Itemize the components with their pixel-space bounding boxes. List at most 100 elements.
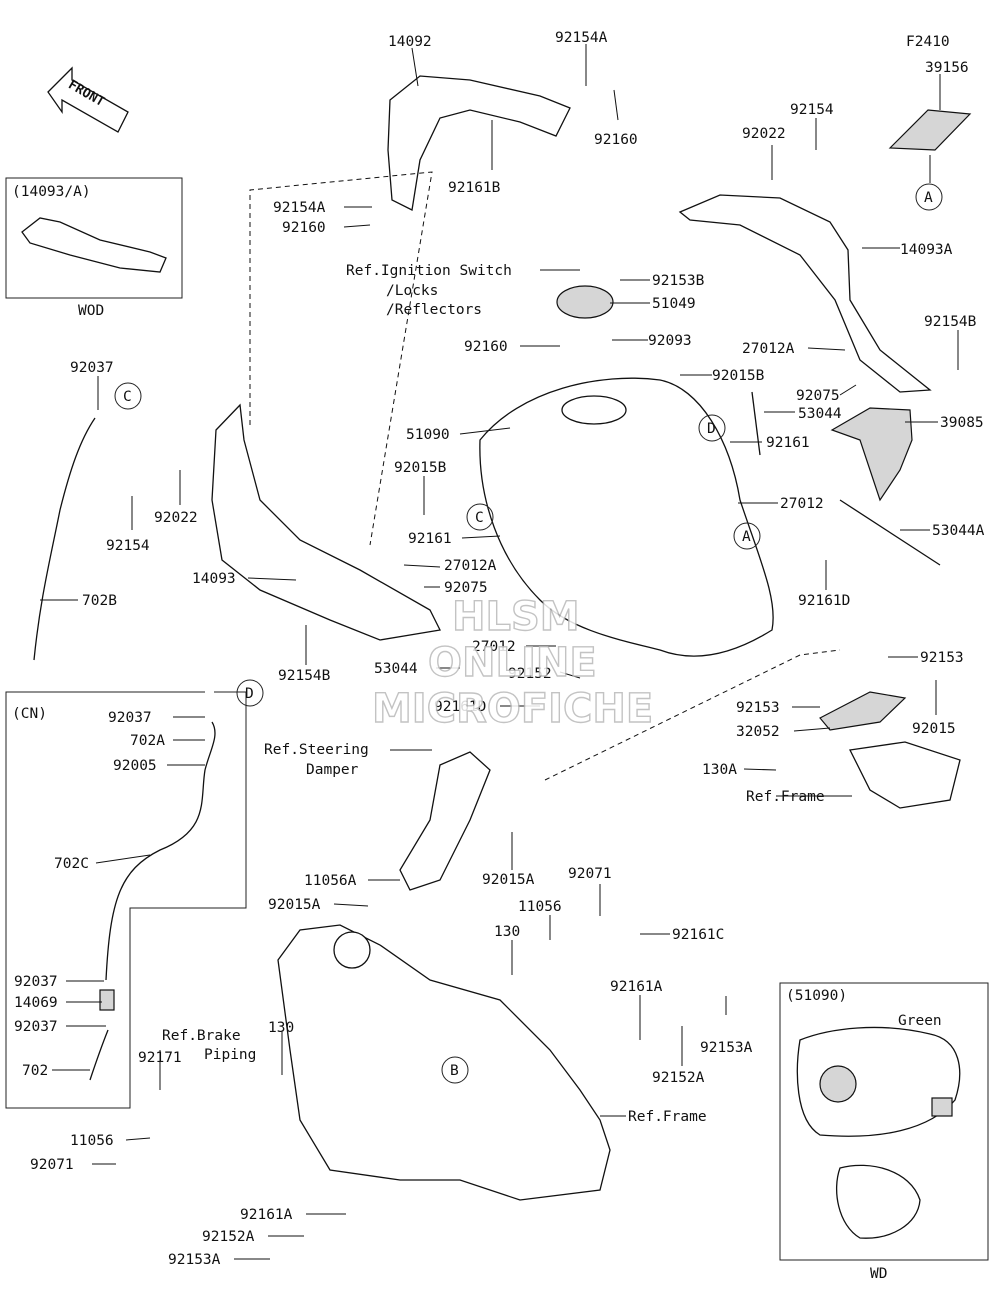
svg-text:D: D [707, 421, 716, 437]
callout-92022-top: 92022 [742, 126, 786, 142]
ref-frame-right: Ref.Frame [746, 789, 825, 805]
front-arrow-icon: FRONT [47, 66, 129, 133]
callout-27012-right: 27012 [780, 496, 824, 512]
callout-92152a-bottom: 92152A [202, 1229, 255, 1245]
cn-hose-shape [105, 721, 216, 981]
callout-51090: 51090 [406, 427, 450, 443]
frame-steering-head [333, 931, 371, 969]
callout-32052: 32052 [736, 724, 780, 740]
circle-marker-a1: A [915, 183, 943, 211]
ref-ignition-line3: /Reflectors [386, 302, 482, 318]
svg-text:D: D [245, 686, 254, 702]
figure-code: F2410 [906, 34, 950, 50]
ref-brake-line1: Ref.Brake [162, 1028, 241, 1044]
inset-51090: (51090) Green WD [779, 982, 989, 1282]
callout-92161d-mid: 92161D [434, 699, 486, 715]
circle-marker-d2: D [236, 679, 264, 707]
cn-label-92037-b: 92037 [14, 974, 58, 990]
callout-92153b: 92153B [652, 273, 705, 289]
inset-14093a-caption: WOD [78, 303, 104, 319]
watermark-line3: MICROFICHE [372, 686, 653, 732]
inset-51090-caption: WD [870, 1266, 887, 1282]
callout-130-left: 130 [268, 1020, 294, 1036]
cn-label-92037-c: 92037 [14, 1019, 58, 1035]
circle-marker-b: B [441, 1056, 469, 1084]
tank-wd-shape [796, 1026, 961, 1137]
callout-92037-left: 92037 [70, 360, 114, 376]
ref-steering-line1: Ref.Steering [264, 742, 369, 758]
cn-label-702: 702 [22, 1063, 48, 1079]
callout-92071-mid: 92071 [568, 866, 612, 882]
callout-92152a-right: 92152A [652, 1070, 705, 1086]
inset-cn: (CN) 92037 702A 92005 702C 92037 14069 9… [5, 691, 247, 1109]
callout-92161c: 92161C [672, 927, 724, 943]
callout-92160-left: 92160 [282, 220, 326, 236]
callout-92160-top: 92160 [594, 132, 638, 148]
circle-marker-c1: C [114, 382, 142, 410]
callout-92071-left: 92071 [30, 1157, 74, 1173]
pad-39156-shape [888, 109, 972, 151]
callout-702b: 702B [82, 593, 117, 609]
cover-14093a-shape [678, 194, 932, 393]
circle-marker-a2: A [733, 522, 761, 550]
callout-53044a: 53044A [932, 523, 985, 539]
inset-51090-green: Green [898, 1013, 942, 1029]
cn-label-92005: 92005 [113, 758, 157, 774]
callout-92154: 92154 [790, 102, 834, 118]
cn-label-14069: 14069 [14, 995, 58, 1011]
inset-14093a: (14093/A) WOD [5, 177, 183, 319]
callout-92161b: 92161B [448, 180, 501, 196]
ref-steering-line2: Damper [306, 762, 359, 778]
ref-ignition-line1: Ref.Ignition Switch [346, 263, 512, 279]
callout-92154a-top: 92154A [555, 30, 608, 46]
callout-92154-left: 92154 [106, 538, 150, 554]
svg-text:A: A [742, 529, 751, 545]
callout-92161a-right: 92161A [610, 979, 663, 995]
tank-wd-under-shape [835, 1164, 921, 1239]
callout-92153a-right: 92153A [700, 1040, 753, 1056]
callout-92154b-right: 92154B [924, 314, 977, 330]
callout-92152-mid: 92152 [508, 666, 552, 682]
frame-bracket-right [849, 741, 961, 809]
cn-label-702a: 702A [130, 733, 165, 749]
callout-92171: 92171 [138, 1050, 182, 1066]
callout-92015b-left: 92015B [394, 460, 447, 476]
inset-14093a-title: (14093/A) [12, 184, 91, 200]
cn-label-702c: 702C [54, 856, 89, 872]
ref-frame-bottom: Ref.Frame [628, 1109, 707, 1125]
plate-32052-shape [819, 691, 907, 731]
callout-92161-mid: 92161 [408, 531, 452, 547]
callout-92015-right: 92015 [912, 721, 956, 737]
inset-51090-title: (51090) [786, 988, 847, 1004]
callout-27012-mid: 27012 [472, 639, 516, 655]
part-labels: 14092 92154A 92160 92154A 92160 92161B 3… [30, 30, 985, 1268]
callout-92153a-bottom: 92153A [168, 1252, 221, 1268]
watermark-line2: ONLINE [428, 640, 597, 686]
ref-line-left [249, 171, 433, 546]
callout-11056a: 11056A [304, 873, 357, 889]
svg-text:C: C [123, 389, 132, 405]
callout-39085: 39085 [940, 415, 984, 431]
callout-92154b-left: 92154B [278, 668, 331, 684]
callout-14092: 14092 [388, 34, 432, 50]
hose-702b-shape [33, 417, 96, 661]
cover-14093-shape [211, 403, 441, 641]
callout-92015b-top: 92015B [712, 368, 765, 384]
steering-damper-bracket [399, 751, 491, 891]
cn-valve-14069 [99, 989, 115, 1011]
tank-wd-cap [819, 1065, 857, 1103]
cover-14092-shape [387, 75, 571, 211]
strip-53044-shape [751, 391, 761, 456]
circle-marker-c2: C [466, 503, 494, 531]
callout-92161-right: 92161 [766, 435, 810, 451]
callout-92153-r2: 92153 [736, 700, 780, 716]
callout-92161a-bottom: 92161A [240, 1207, 293, 1223]
fuel-tank-51090-shape [479, 377, 774, 657]
callout-53044-right: 53044 [798, 406, 842, 422]
cn-hose-702 [89, 1029, 109, 1081]
callout-27012a-right: 27012A [742, 341, 795, 357]
callout-39156: 39156 [925, 60, 969, 76]
pad-39085-shape [830, 407, 913, 502]
ref-brake-line2: Piping [204, 1047, 256, 1063]
